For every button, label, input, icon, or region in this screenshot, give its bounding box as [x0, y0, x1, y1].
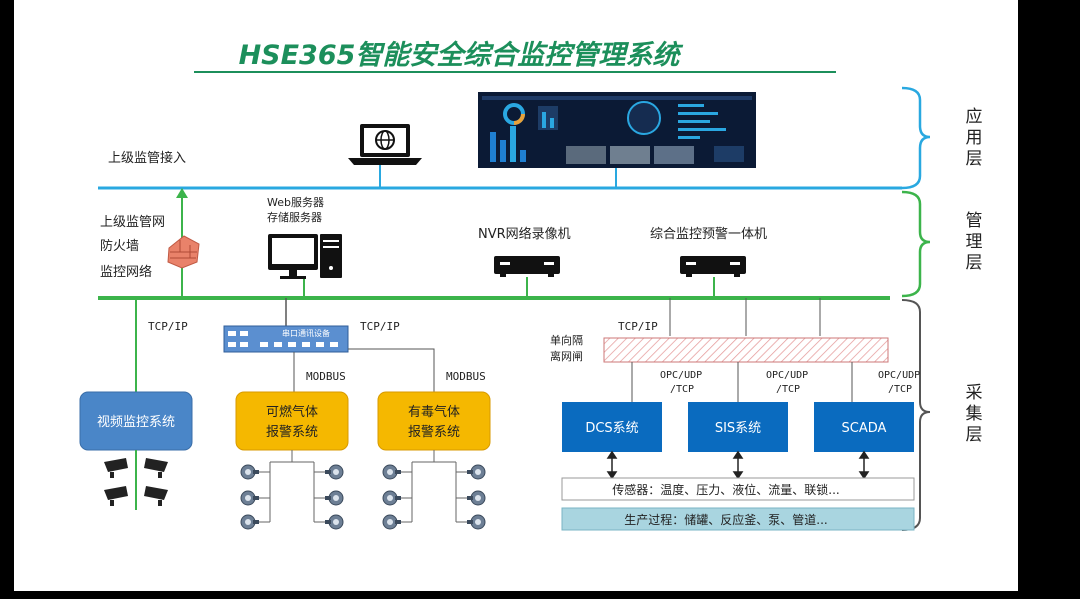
- gas-detector-icon: [325, 464, 344, 480]
- architecture-diagram: HSE365智能安全综合监控管理系统 应用层 管理层 采集层: [79, 40, 983, 531]
- process-box: [561, 507, 915, 531]
- storage-server-label: 存储服务器: [267, 210, 322, 224]
- gas-detector-icon: [240, 514, 259, 530]
- gas-detector-icon: [382, 464, 401, 480]
- firewall-label: 防火墙: [100, 238, 139, 254]
- toxic-bus-link: [348, 348, 435, 392]
- gas-detector-icon: [382, 514, 401, 530]
- application-bracket: [901, 86, 931, 190]
- gas-detector-icon: [467, 490, 486, 506]
- web-server-label: Web服务器: [267, 196, 324, 209]
- tcpip-label-gateway: TCP/IP: [618, 320, 658, 333]
- serial-device-label: 串口通讯设备: [282, 328, 330, 338]
- gateway-label: 单向隔离网闸: [550, 333, 583, 363]
- combustible-gas-label-2: 报警系统: [266, 424, 318, 440]
- bidirectional-arrows: [606, 450, 870, 480]
- upstream-arrowhead: [176, 188, 188, 198]
- serial-device-ports: [228, 331, 338, 347]
- tcp-label-sis: /TCP: [776, 384, 800, 395]
- svg-text:采集层: 采集层: [966, 383, 983, 445]
- sis-box: [688, 402, 788, 452]
- gas-detector-icon: [325, 490, 344, 506]
- server-computer-icon: [268, 234, 342, 279]
- collection-bracket: [901, 299, 931, 531]
- gas-detector-icon: [382, 490, 401, 506]
- management-bracket: [901, 190, 931, 298]
- svg-text:管理层: 管理层: [966, 211, 983, 273]
- modbus-label-combustible: MODBUS: [306, 370, 346, 383]
- opc-label-dcs: OPC/UDP: [660, 370, 702, 381]
- page-title: HSE365智能安全综合监控管理系统: [239, 40, 684, 71]
- upper-network-label: 上级监管网: [100, 215, 165, 230]
- combustible-gas-box: [235, 391, 349, 451]
- layer-label-management: 管理层: [966, 211, 983, 273]
- tcpip-label-video: TCP/IP: [148, 320, 188, 333]
- dashboard-screen: [478, 92, 756, 168]
- scada-label: SCADA: [842, 421, 887, 436]
- dcs-label: DCS系统: [585, 421, 638, 436]
- tcpip-label-serial: TCP/IP: [360, 320, 400, 333]
- gas-detector-trees: [240, 450, 486, 530]
- integrated-unit-icon: [680, 256, 746, 277]
- combustible-gas-label-1: 可燃气体: [266, 404, 318, 420]
- nvr-label: NVR网络录像机: [478, 226, 571, 242]
- svg-text:应用层: 应用层: [966, 107, 983, 169]
- gas-detector-icon: [467, 514, 486, 530]
- scada-box: [814, 402, 914, 452]
- modbus-label-toxic: MODBUS: [446, 370, 486, 383]
- process-label: 生产过程：储罐、反应釜、泵、管道...: [624, 512, 827, 527]
- video-system-label: 视频监控系统: [97, 415, 175, 430]
- camera-icon: [104, 458, 168, 506]
- dcs-box: [562, 402, 662, 452]
- monitor-network-label: 监控网络: [100, 264, 152, 280]
- tcp-label-dcs: /TCP: [670, 384, 694, 395]
- gateway-box: [603, 337, 889, 363]
- sensor-label: 传感器：温度、压力、液位、流量、联锁...: [612, 482, 839, 497]
- toxic-gas-box: [377, 391, 491, 451]
- sensor-box: [561, 477, 915, 501]
- toxic-gas-label-1: 有毒气体: [408, 404, 460, 420]
- upper-access-label: 上级监管接入: [108, 150, 186, 166]
- opc-label-sis: OPC/UDP: [766, 370, 808, 381]
- layer-label-application: 应用层: [966, 107, 983, 169]
- nvr-device-icon: [494, 256, 560, 277]
- integrated-unit-label: 综合监控预警一体机: [650, 226, 767, 242]
- serial-device-box: [223, 325, 349, 353]
- gas-detector-icon: [325, 514, 344, 530]
- layer-label-collection: 采集层: [966, 383, 983, 445]
- firewall-icon: [167, 235, 200, 269]
- gas-detector-icon: [240, 490, 259, 506]
- toxic-gas-label-2: 报警系统: [408, 424, 460, 440]
- tcp-label-scada: /TCP: [888, 384, 912, 395]
- gas-detector-icon: [467, 464, 486, 480]
- sis-label: SIS系统: [715, 421, 761, 436]
- laptop-icon: [348, 124, 422, 165]
- opc-label-scada: OPC/UDP: [878, 370, 920, 381]
- gas-detector-icon: [240, 464, 259, 480]
- diagram-stage: HSE365智能安全综合监控管理系统 应用层 管理层 采集层: [14, 0, 1018, 591]
